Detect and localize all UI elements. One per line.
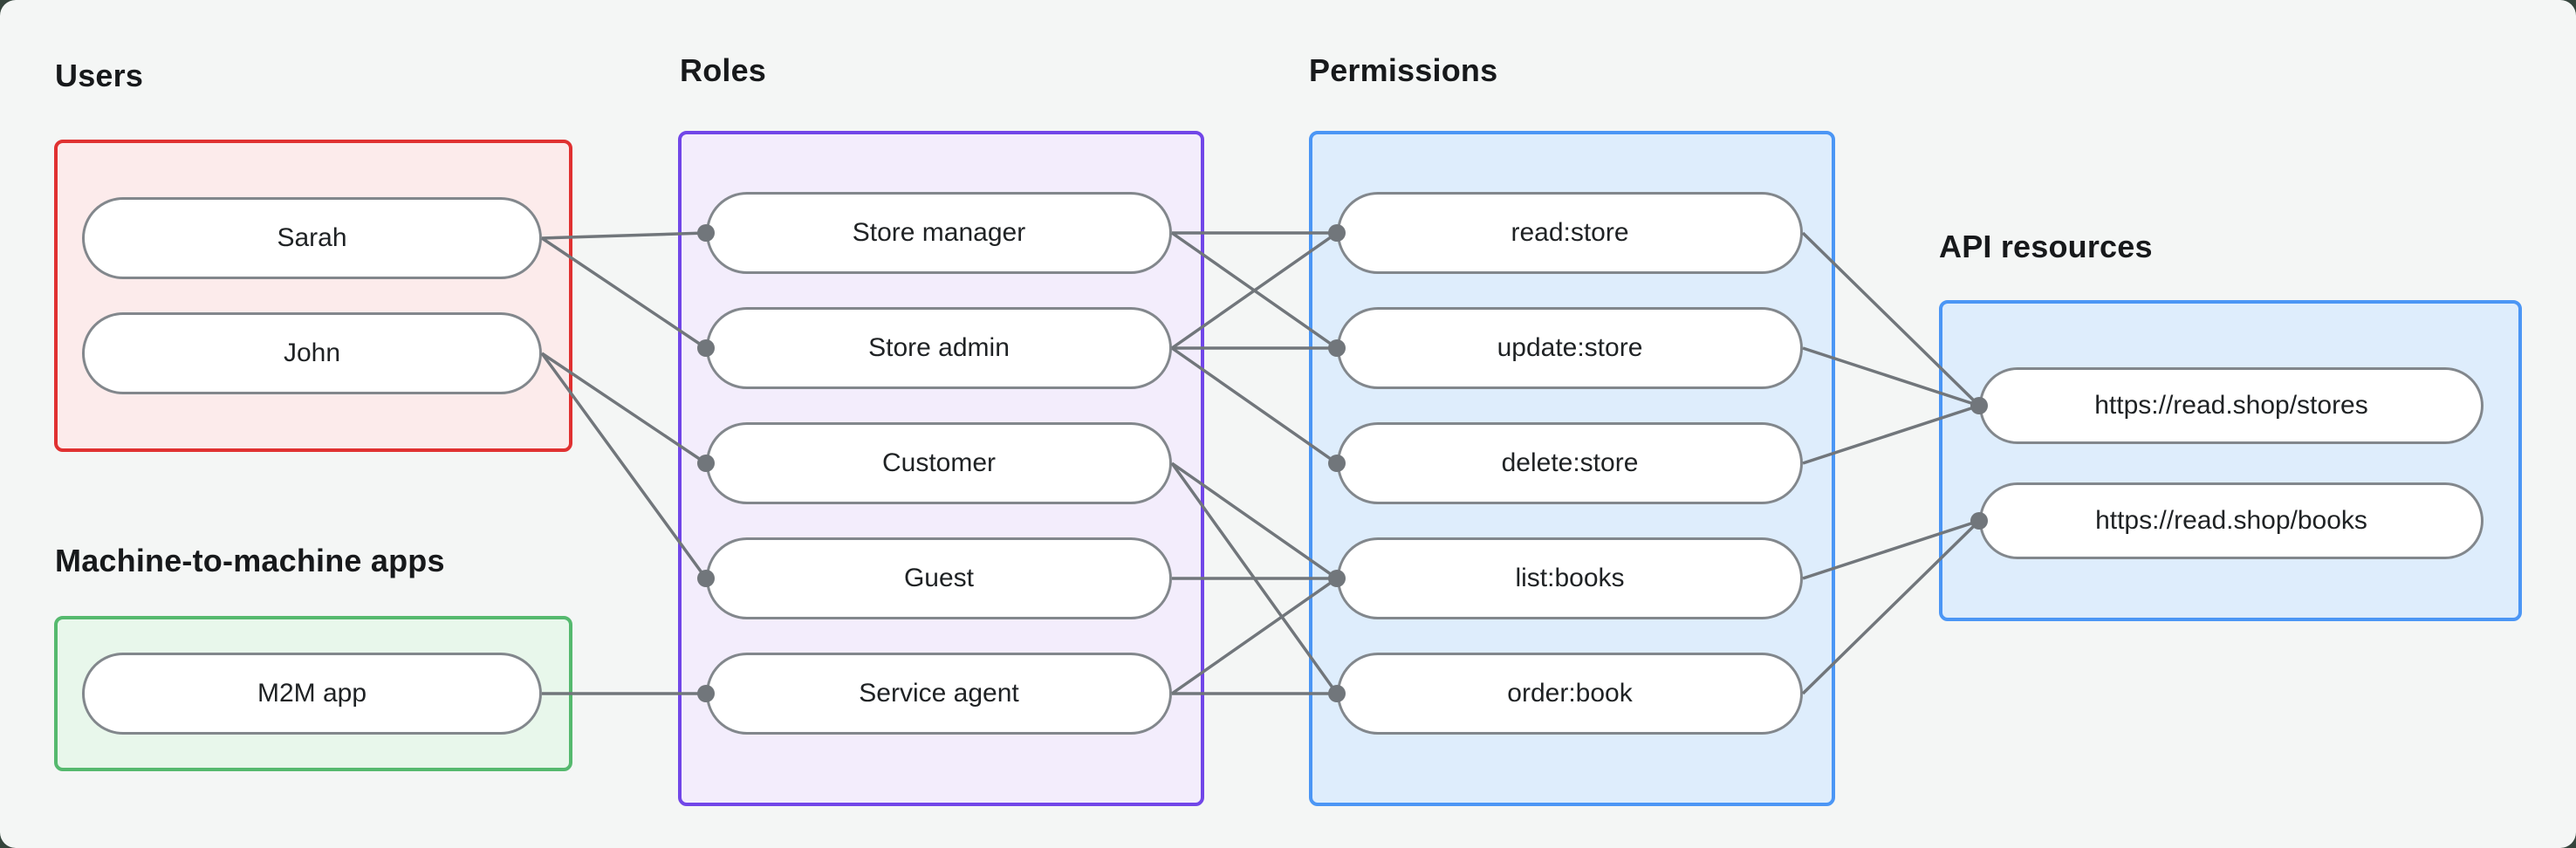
node-label: M2M app <box>257 679 367 708</box>
api-resources-group-box <box>1939 300 2522 621</box>
node-label: John <box>283 339 341 367</box>
role-node-customer: Customer <box>706 422 1172 504</box>
api-resource-node-stores: https://read.shop/stores <box>1979 367 2484 444</box>
permission-node-update-store: update:store <box>1337 307 1803 389</box>
api-resource-node-books: https://read.shop/books <box>1979 482 2484 559</box>
role-node-store-admin: Store admin <box>706 307 1172 389</box>
node-label: https://read.shop/books <box>2095 506 2367 535</box>
permission-node-delete-store: delete:store <box>1337 422 1803 504</box>
permission-node-list-books: list:books <box>1337 537 1803 619</box>
node-label: Store manager <box>852 218 1026 247</box>
node-label: https://read.shop/stores <box>2094 391 2368 420</box>
role-node-store-manager: Store manager <box>706 192 1172 274</box>
permission-node-read-store: read:store <box>1337 192 1803 274</box>
node-label: update:store <box>1497 333 1643 362</box>
node-label: read:store <box>1511 218 1629 247</box>
node-label: Guest <box>903 564 975 592</box>
roles-section-title: Roles <box>680 52 767 88</box>
role-node-service-agent: Service agent <box>706 653 1172 735</box>
user-node-john: John <box>82 312 542 394</box>
node-label: list:books <box>1515 564 1625 592</box>
node-label: Sarah <box>277 223 347 252</box>
api-resources-section-title: API resources <box>1939 229 2153 264</box>
permissions-section-title: Permissions <box>1309 52 1498 88</box>
node-label: Customer <box>881 448 997 477</box>
permission-node-order-book: order:book <box>1337 653 1803 735</box>
users-section-title: Users <box>55 58 144 93</box>
role-node-guest: Guest <box>706 537 1172 619</box>
m2m-section-title: Machine-to-machine apps <box>55 543 445 578</box>
user-node-sarah: Sarah <box>82 197 542 279</box>
node-label: Service agent <box>859 679 1019 708</box>
node-label: order:book <box>1507 679 1633 708</box>
m2m-app-node: M2M app <box>82 653 542 735</box>
node-label: delete:store <box>1501 448 1639 477</box>
users-group-box <box>54 140 572 452</box>
node-label: Store admin <box>868 333 1010 362</box>
